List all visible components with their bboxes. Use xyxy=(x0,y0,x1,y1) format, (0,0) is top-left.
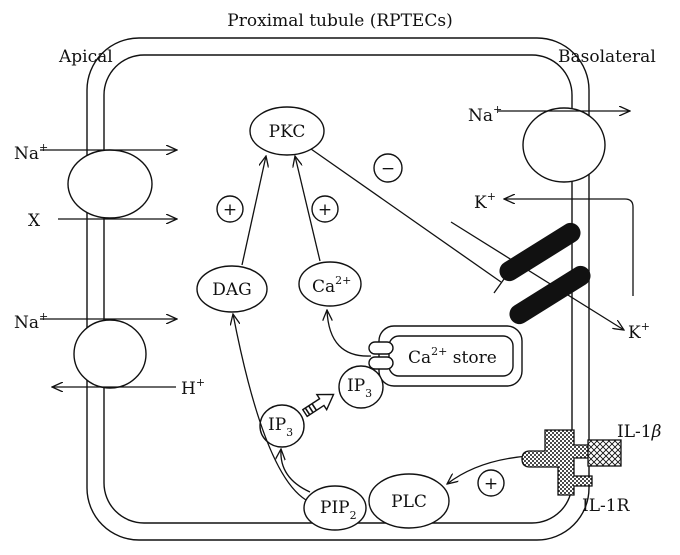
plus-dag-label: + xyxy=(223,200,237,220)
apical-cotransporter-na-x xyxy=(67,149,153,219)
ip3-label-bound: IP3 xyxy=(347,376,372,400)
dag-node xyxy=(196,265,268,313)
dag-label: DAG xyxy=(212,280,252,300)
ip3-translocation-arrow xyxy=(301,393,335,418)
na-label-basolateral: Na+ xyxy=(468,103,502,126)
na-label-apical-2: Na+ xyxy=(14,310,48,333)
pkc-inhibits-k-channel xyxy=(310,148,502,283)
plc-node xyxy=(368,473,450,529)
il-1r-label: IL-1R xyxy=(582,496,631,516)
k-efflux-arrow xyxy=(450,221,624,330)
il-1r-receptor xyxy=(521,429,605,496)
plus-ca-label: + xyxy=(318,200,332,220)
k-label-out: K+ xyxy=(628,320,650,343)
pip2-to-ip3-arrow xyxy=(281,449,311,493)
ca-to-pkc-arrow xyxy=(295,156,321,262)
k-channel-subunit-upper xyxy=(499,222,581,282)
ca-store-label: Ca2+ store xyxy=(408,345,497,368)
h-label: H+ xyxy=(181,376,205,399)
pip2-node xyxy=(303,485,367,531)
plus-sign-ca xyxy=(311,195,339,223)
pkc-label: PKC xyxy=(269,122,306,142)
il1r-to-plc-arrow xyxy=(447,455,529,484)
plus-sign-il1 xyxy=(477,469,505,497)
pip2-to-dag-arrow xyxy=(233,314,307,501)
il-1-beta-label: IL-1β xyxy=(617,422,662,442)
ca-label: Ca2+ xyxy=(312,274,351,297)
pkc-node xyxy=(249,106,325,156)
basolateral-label: Basolateral xyxy=(558,47,656,67)
inhibition-bar xyxy=(493,271,510,294)
ip3-node-free xyxy=(259,404,305,448)
k-label-in: K+ xyxy=(474,190,496,213)
ca-release-arrow xyxy=(327,310,372,357)
minus-pkc-label: − xyxy=(381,159,395,179)
cell-membrane-outer xyxy=(86,37,590,541)
il-1-beta-ligand xyxy=(587,439,622,467)
basolateral-na-k-atpase xyxy=(522,107,606,183)
plus-il1-label: + xyxy=(484,474,498,494)
plc-label: PLC xyxy=(391,492,427,512)
plus-sign-dag xyxy=(216,195,244,223)
na-label-apical-1: Na+ xyxy=(14,141,48,164)
ca-store-inner xyxy=(388,335,514,377)
diagram-title: Proximal tubule (RPTECs) xyxy=(227,11,452,31)
pip2-label: PIP2 xyxy=(320,498,357,522)
ca-node xyxy=(298,261,362,307)
minus-sign-pkc xyxy=(373,153,403,183)
apical-exchanger-na-h xyxy=(73,319,147,389)
ip3-receptor-upper xyxy=(368,341,394,355)
ip3-label-free: IP3 xyxy=(268,415,293,439)
k-channel-subunit-lower xyxy=(509,265,591,325)
dag-to-pkc-arrow xyxy=(241,156,266,266)
k-in-arrow xyxy=(504,199,634,296)
apical-label: Apical xyxy=(58,47,113,67)
ip3-node-bound xyxy=(338,365,384,409)
ip3-receptor-lower xyxy=(368,356,394,370)
x-label: X xyxy=(28,211,41,231)
